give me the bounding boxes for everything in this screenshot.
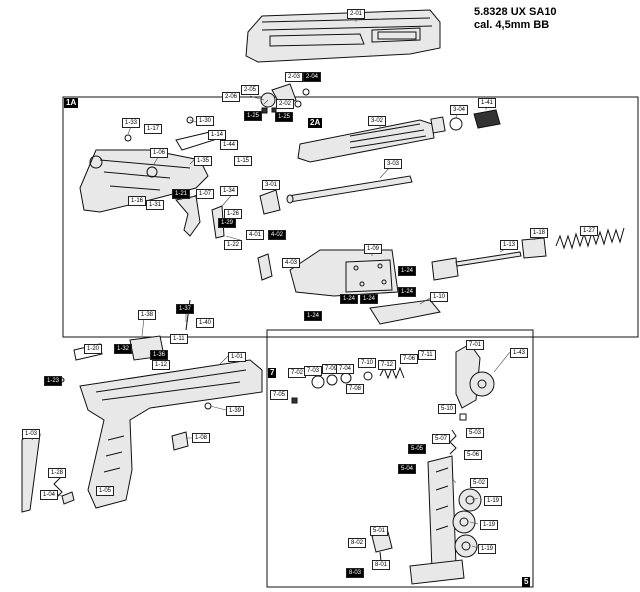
part-label: 1-35 <box>194 156 213 166</box>
part-label: 1-12 <box>152 360 171 370</box>
part-label: 5-02 <box>470 478 489 488</box>
part-label: 1-43 <box>510 348 529 358</box>
part-label: 5-06 <box>464 450 483 460</box>
part-label: 5-01 <box>370 526 389 536</box>
section-5-border <box>266 329 534 588</box>
part-label: 1-20 <box>84 344 103 354</box>
trigger-group-drawing <box>79 116 225 239</box>
part-label: 1-06 <box>150 148 169 158</box>
part-label: 3-04 <box>450 105 469 115</box>
part-label: 1-29 <box>218 218 237 228</box>
section-7-drawing <box>291 343 495 409</box>
section-label-1a: 1A <box>64 98 79 108</box>
part-label: 1-32 <box>114 344 133 354</box>
part-label: 1-28 <box>48 468 67 478</box>
part-label: 2-05 <box>241 85 260 95</box>
part-label: 1-30 <box>196 116 215 126</box>
part-label: 8-01 <box>372 560 391 570</box>
part-label: 1-33 <box>122 118 141 128</box>
part-label: 1-23 <box>44 376 63 386</box>
part-label: 7-04 <box>336 364 355 374</box>
part-label: 1-37 <box>176 304 195 314</box>
part-label: 7-08 <box>346 384 365 394</box>
part-label: 1-38 <box>138 310 157 320</box>
part-label: 1-19 <box>480 520 499 530</box>
part-label: 1-04 <box>40 490 59 500</box>
part-label: 1-19 <box>478 544 497 554</box>
part-label: 1-01 <box>228 352 247 362</box>
part-label: 7-10 <box>358 358 377 368</box>
part-label: 1-25 <box>244 111 263 121</box>
part-label: 4-03 <box>282 258 301 268</box>
part-label: 1-13 <box>500 240 519 250</box>
part-label: 8-02 <box>348 538 367 548</box>
part-label: 7-01 <box>466 340 485 350</box>
recoil-spring-drawing <box>431 227 625 281</box>
part-label: 1-41 <box>478 98 497 108</box>
section-label-7: 7 <box>268 368 277 378</box>
part-label: 1-11 <box>170 334 188 344</box>
part-label: 1-36 <box>150 350 169 360</box>
part-label: 2-06 <box>222 92 241 102</box>
part-label: 4-02 <box>268 230 287 240</box>
part-label: 4-01 <box>246 230 265 240</box>
part-label: 3-01 <box>262 180 281 190</box>
header-model: 5.8328 UX SA10 <box>474 6 557 18</box>
part-label: 5-03 <box>466 428 485 438</box>
part-label: 1-08 <box>192 433 211 443</box>
part-label: 2-04 <box>303 72 322 82</box>
part-label: 1-18 <box>530 228 549 238</box>
part-label: 5-04 <box>398 464 417 474</box>
part-label: 7-05 <box>270 390 289 400</box>
part-label: 1-44 <box>220 140 239 150</box>
part-label: 7-12 <box>378 360 397 370</box>
part-label: 1-34 <box>220 186 239 196</box>
part-label: 1-16 <box>128 196 147 206</box>
part-label: 5-10 <box>438 404 457 414</box>
part-label: 1-39 <box>226 406 245 416</box>
part-label: 1-24 <box>398 266 417 276</box>
header-caliber: cal. 4,5mm BB <box>474 19 550 31</box>
part-label: 1-14 <box>208 130 227 140</box>
part-label: 1-21 <box>172 189 191 199</box>
part-label: 3-03 <box>384 159 403 169</box>
part-label: 8-03 <box>346 568 365 578</box>
part-label: 1-15 <box>234 156 253 166</box>
section-5-drawing <box>371 413 482 585</box>
part-label: 2-01 <box>347 9 366 19</box>
part-label: 7-03 <box>304 366 323 376</box>
part-label: 1-05 <box>96 486 115 496</box>
part-label: 1-10 <box>430 292 449 302</box>
part-label: 7-11 <box>418 350 436 360</box>
part-label: 1-19 <box>484 496 503 506</box>
mechanism-block-drawing <box>257 249 441 325</box>
part-label: 1-24 <box>340 294 359 304</box>
part-label: 1-27 <box>580 226 599 236</box>
part-label: 1-17 <box>144 124 163 134</box>
section-1a-border <box>62 96 639 338</box>
section-label-5: 5 <box>522 577 531 587</box>
part-label: 1-31 <box>146 200 165 210</box>
slide-drawing <box>245 9 441 63</box>
part-label: 7-06 <box>400 354 419 364</box>
part-label: 1-24 <box>398 287 417 297</box>
part-label: 1-09 <box>364 244 383 254</box>
part-label: 5-07 <box>432 434 451 444</box>
part-label: 1-03 <box>22 429 41 439</box>
part-label: 1-22 <box>224 240 243 250</box>
part-label: 1-25 <box>275 112 294 122</box>
part-label: 5-05 <box>408 444 427 454</box>
part-label: 1-07 <box>196 189 215 199</box>
section-label-2a: 2A <box>308 118 323 128</box>
part-label: 1-24 <box>304 311 323 321</box>
part-label: 2-02 <box>276 99 295 109</box>
part-label: 2-03 <box>285 72 304 82</box>
part-label: 1-40 <box>196 318 215 328</box>
part-label: 1-24 <box>360 294 379 304</box>
part-label: 3-02 <box>368 116 387 126</box>
